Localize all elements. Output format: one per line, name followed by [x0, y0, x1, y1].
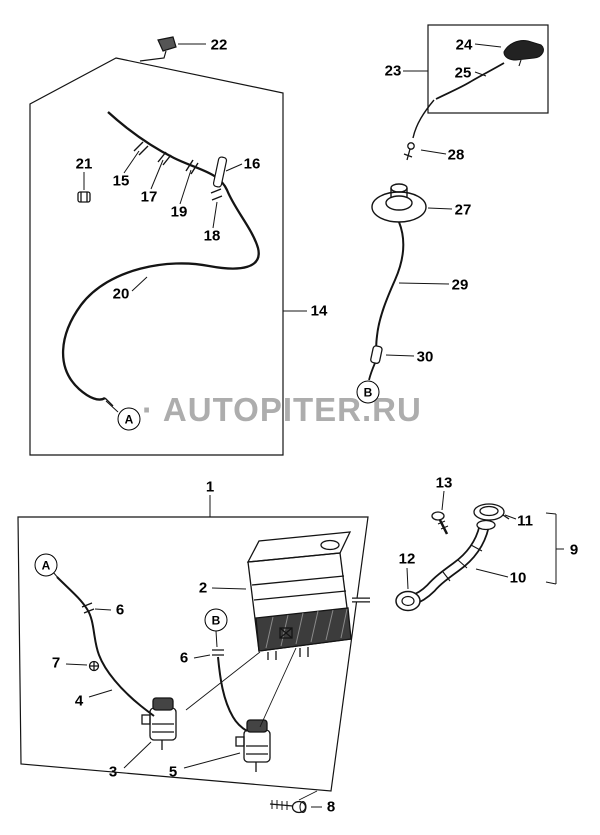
leader-b-bottom	[215, 630, 218, 648]
assembly-lines	[185, 647, 297, 728]
hose-4	[56, 576, 155, 717]
grommet-12	[395, 590, 421, 612]
tube-16	[212, 156, 228, 188]
hose-25	[435, 62, 505, 100]
bottom-panel-box	[17, 516, 369, 792]
pump-3	[141, 697, 177, 750]
washer-hose-20	[61, 111, 260, 407]
top-panel-box	[29, 57, 284, 456]
fitting-6b	[212, 649, 224, 656]
clip-7	[88, 660, 100, 672]
clip-21	[77, 191, 91, 203]
pump-box-23	[427, 24, 549, 114]
grommet-27	[371, 183, 427, 223]
leader-lines-right	[406, 490, 517, 590]
nozzle-22	[139, 36, 177, 62]
bolt-13	[431, 511, 449, 535]
hose-29-tail	[368, 362, 376, 381]
bracket-9	[545, 512, 564, 585]
cap-11	[473, 503, 510, 521]
hose-29	[375, 221, 405, 353]
leader-lines-top-left	[83, 43, 307, 413]
watermark: · AUTOPITER.RU	[142, 391, 422, 428]
connector-30	[370, 345, 383, 364]
hose-fittings	[133, 141, 223, 201]
hose-23-down	[412, 99, 435, 139]
hose-6b	[217, 656, 248, 732]
pump-24	[503, 40, 544, 67]
leader-2	[211, 587, 247, 590]
filler-neck-10	[406, 519, 496, 606]
leader-lines-top-right	[385, 43, 502, 357]
bolt-8	[269, 790, 318, 814]
fitting-6a	[81, 602, 95, 614]
reservoir-tank-2	[246, 531, 352, 660]
valve-28	[403, 142, 415, 161]
